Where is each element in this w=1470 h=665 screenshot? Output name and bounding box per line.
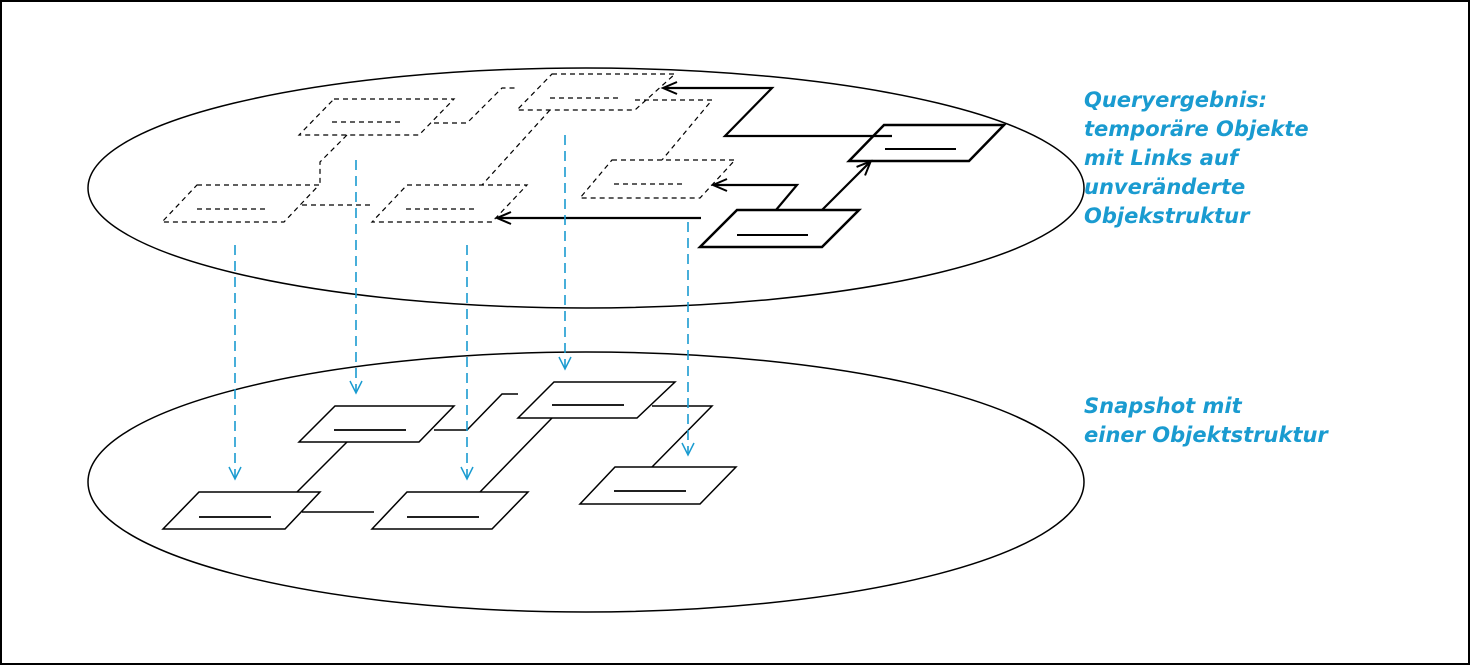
label-line: Queryergebnis:	[1084, 88, 1268, 112]
temporary-object	[160, 184, 321, 223]
snapshot-link	[651, 405, 714, 468]
label-line: Objekstruktur	[1084, 204, 1250, 228]
mapping-arrows	[228, 135, 695, 481]
query-result-ellipse	[87, 67, 1085, 309]
query-object	[696, 208, 863, 249]
snapshot-object	[161, 491, 322, 530]
snapshot-object	[578, 466, 738, 505]
temporary-link	[481, 109, 551, 186]
snapshot-objects	[161, 381, 738, 530]
label-line: mit Links auf	[1084, 146, 1238, 170]
temporary-link	[434, 87, 517, 124]
temporary-object	[370, 184, 529, 223]
temporary-object	[297, 98, 456, 136]
temporary-object	[515, 73, 677, 111]
snapshot-object	[297, 405, 456, 443]
snapshot-label: Snapshot mit einer Objektstruktur	[1084, 392, 1328, 450]
snapshot-link	[434, 393, 518, 431]
link-arrow	[821, 159, 873, 211]
query-result-label: Queryergebnis: temporäre Objekte mit Lin…	[1084, 86, 1309, 231]
snapshot-ellipse	[87, 351, 1085, 613]
label-line: einer Objektstruktur	[1084, 423, 1328, 447]
snapshot-link	[296, 441, 348, 493]
real-objects	[696, 123, 1007, 249]
label-line: Snapshot mit	[1084, 394, 1242, 418]
temporary-link	[635, 99, 714, 161]
label-line: temporäre Objekte	[1084, 117, 1309, 141]
query-links	[494, 81, 892, 225]
snapshot-link	[479, 417, 553, 493]
label-line: unveränderte	[1084, 175, 1246, 199]
temporary-object	[578, 159, 737, 199]
temporary-objects	[160, 73, 737, 223]
snapshot-object	[516, 381, 677, 419]
snapshot-object	[370, 491, 530, 530]
query-object	[846, 123, 1007, 163]
link-arrow	[710, 178, 800, 211]
link-arrow	[660, 81, 892, 138]
temporary-link	[319, 134, 348, 185]
